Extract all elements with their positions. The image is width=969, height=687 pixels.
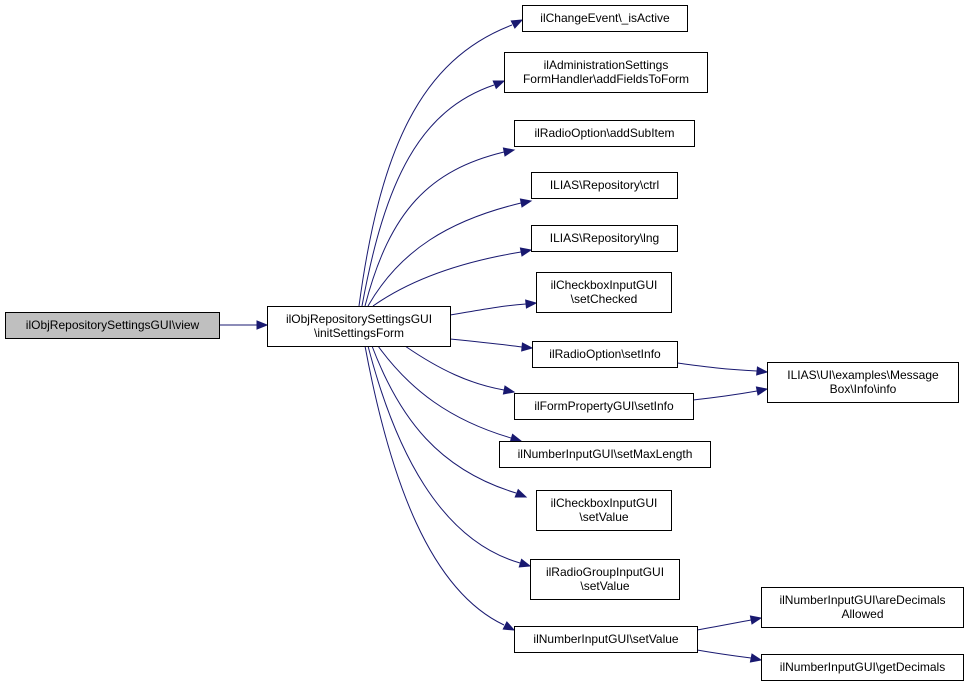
node-label: ilCheckboxInputGUI <box>551 496 658 510</box>
arrowhead <box>521 342 534 352</box>
arrowhead <box>256 320 269 330</box>
arrowhead <box>519 247 533 257</box>
node-rgValue[interactable]: ilRadioGroupInputGUI\setValue <box>530 559 680 600</box>
edge-view-to-init <box>219 320 269 330</box>
node-addSub[interactable]: ilRadioOption\addSubItem <box>514 120 695 147</box>
node-box[interactable] <box>531 225 678 252</box>
arrowhead <box>519 198 533 208</box>
node-box[interactable] <box>522 5 688 32</box>
node-ctrl[interactable]: ILIAS\Repository\ctrl <box>531 172 678 199</box>
node-label: ilCheckboxInputGUI <box>551 278 658 292</box>
node-label: ilFormPropertyGUI\setInfo <box>534 399 674 413</box>
node-box[interactable] <box>5 312 220 339</box>
arrowhead <box>756 366 769 376</box>
node-box[interactable] <box>499 441 711 468</box>
node-box[interactable] <box>530 559 680 600</box>
edge-init-to-addFields <box>361 80 506 307</box>
arrowhead <box>749 653 763 663</box>
node-box[interactable] <box>514 120 695 147</box>
node-box[interactable] <box>514 626 698 653</box>
node-cbChecked[interactable]: ilCheckboxInputGUI\setChecked <box>536 272 672 313</box>
node-box[interactable] <box>761 587 964 628</box>
node-getDec[interactable]: ilNumberInputGUI\getDecimals <box>761 654 964 681</box>
edge-init-to-fpInfo <box>404 345 516 395</box>
node-box[interactable] <box>531 172 678 199</box>
node-init[interactable]: ilObjRepositorySettingsGUI\initSettingsF… <box>267 306 451 347</box>
node-lng[interactable]: ILIAS\Repository\lng <box>531 225 678 252</box>
nodes-layer: ilObjRepositorySettingsGUI\view ilObjRepo… <box>5 5 964 681</box>
node-fpInfo[interactable]: ilFormPropertyGUI\setInfo <box>514 393 694 420</box>
edge-roInfo-to-msgInfo <box>676 362 769 376</box>
node-box[interactable] <box>767 362 959 403</box>
node-label: \setValue <box>579 510 628 524</box>
edge-fpInfo-to-msgInfo <box>692 386 769 401</box>
node-cbValue[interactable]: ilCheckboxInputGUI\setValue <box>536 490 672 531</box>
node-label: ilObjRepositorySettingsGUI\view <box>26 318 200 332</box>
node-label: \setChecked <box>571 292 638 306</box>
node-label: ilRadioGroupInputGUI <box>546 565 664 579</box>
node-label: ilNumberInputGUI\setValue <box>533 632 679 646</box>
node-box[interactable] <box>514 393 694 420</box>
node-view[interactable]: ilObjRepositorySettingsGUI\view <box>5 312 220 339</box>
arrowhead <box>749 615 763 625</box>
node-box[interactable] <box>536 490 672 531</box>
edge-init-to-ctrl <box>367 198 533 307</box>
arrowhead <box>525 299 538 309</box>
edge-init-to-lng <box>372 247 533 307</box>
edge-init-to-cbChecked <box>449 299 538 316</box>
node-box[interactable] <box>761 654 964 681</box>
edge-init-to-addSub <box>364 147 516 307</box>
node-box[interactable] <box>532 341 678 368</box>
node-label: ILIAS\UI\examples\Message <box>787 368 939 382</box>
node-label: FormHandler\addFieldsToForm <box>523 72 689 86</box>
node-label: ilNumberInputGUI\areDecimals <box>779 593 945 607</box>
node-addFields[interactable]: ilAdministrationSettingsFormHandler\addF… <box>504 52 708 93</box>
arrowhead <box>514 488 528 498</box>
node-numValue[interactable]: ilNumberInputGUI\setValue <box>514 626 698 653</box>
node-label: ilChangeEvent\_isActive <box>540 11 670 25</box>
node-label: ilRadioOption\addSubItem <box>534 126 674 140</box>
edge-init-to-numValue <box>364 345 516 631</box>
node-isActive[interactable]: ilChangeEvent\_isActive <box>522 5 688 32</box>
node-label: Box\Info\info <box>830 382 897 396</box>
edges-layer <box>219 19 769 663</box>
node-roInfo[interactable]: ilRadioOption\setInfo <box>532 341 678 368</box>
arrowhead <box>492 80 506 90</box>
arrowhead <box>755 386 769 396</box>
node-box[interactable] <box>267 306 451 347</box>
node-label: \setValue <box>580 579 629 593</box>
node-label: \initSettingsForm <box>314 326 404 340</box>
node-label: ilAdministrationSettings <box>544 58 669 72</box>
node-box[interactable] <box>536 272 672 313</box>
node-box[interactable] <box>504 52 708 93</box>
edge-numValue-to-getDec <box>696 649 763 663</box>
edge-numValue-to-areDec <box>696 615 763 631</box>
node-label: ilRadioOption\setInfo <box>549 347 661 361</box>
arrowhead <box>502 147 516 157</box>
edge-init-to-maxLen <box>377 345 523 443</box>
node-label: ilNumberInputGUI\getDecimals <box>780 660 945 674</box>
edge-init-to-rgValue <box>367 345 532 568</box>
arrowhead <box>502 621 516 631</box>
node-label: ILIAS\Repository\ctrl <box>550 178 659 192</box>
arrowhead <box>510 19 524 29</box>
arrowhead <box>509 433 523 443</box>
edge-init-to-roInfo <box>449 338 534 352</box>
node-label: ILIAS\Repository\lng <box>550 231 659 245</box>
edge-init-to-isActive <box>358 19 524 307</box>
node-maxLen[interactable]: ilNumberInputGUI\setMaxLength <box>499 441 711 468</box>
arrowhead <box>502 385 516 395</box>
edge-init-to-cbValue <box>371 345 528 498</box>
arrowhead <box>518 558 532 568</box>
node-label: ilObjRepositorySettingsGUI <box>286 312 432 326</box>
node-label: Allowed <box>841 607 883 621</box>
node-label: ilNumberInputGUI\setMaxLength <box>518 447 693 461</box>
